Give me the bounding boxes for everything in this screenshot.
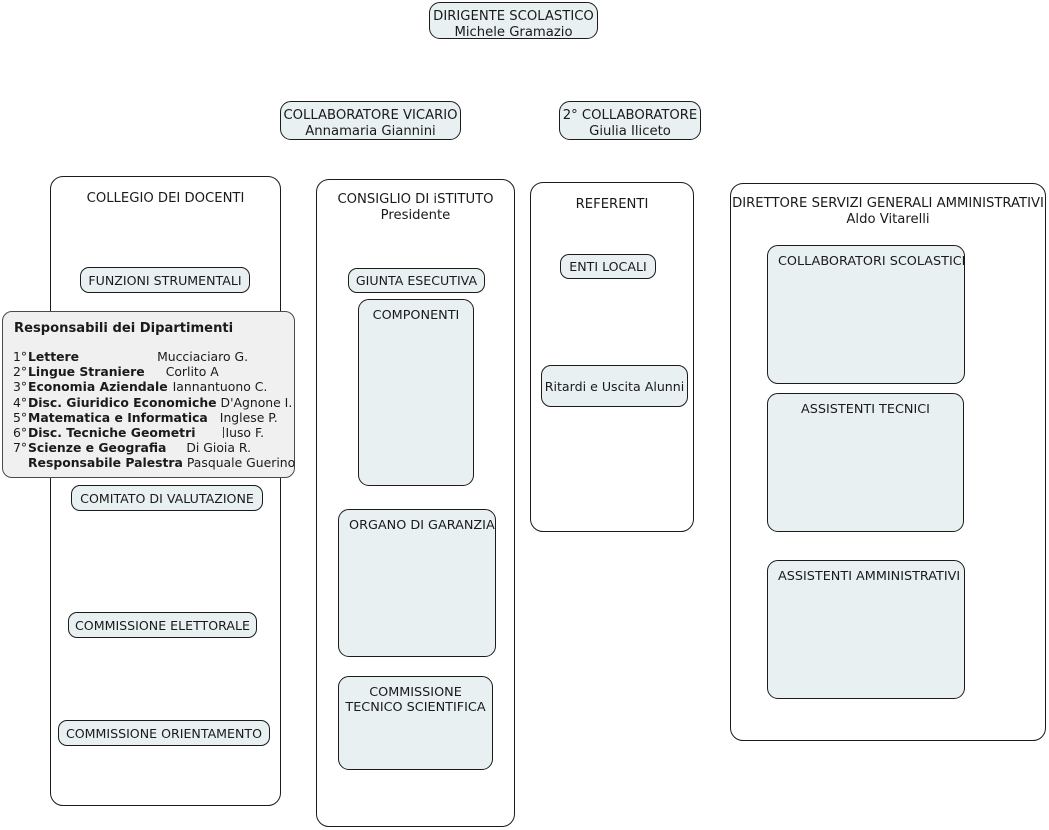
node-dirigente-scolastico[interactable]: DIRIGENTE SCOLASTICO Michele Gramazio bbox=[429, 2, 598, 41]
panel-componenti[interactable]: COMPONENTI bbox=[358, 299, 474, 486]
pill-commissione-orientamento[interactable]: COMMISSIONE ORIENTAMENTO bbox=[58, 720, 270, 746]
commissione-tecnico-scientifica-line2: TECNICO SCIENTIFICA bbox=[345, 700, 486, 716]
department-name: Scienze e Geografia bbox=[28, 440, 167, 456]
dirigente-role: DIRIGENTE SCOLASTICO bbox=[433, 9, 594, 24]
componenti-label: COMPONENTI bbox=[372, 308, 460, 323]
collaboratore-vicario-role: COLLABORATORE VICARIO bbox=[283, 108, 458, 123]
department-row: 7°Scienze e Geografia Di Gioia R. bbox=[13, 440, 285, 455]
department-name: Disc. Tecniche Geometri bbox=[28, 425, 196, 441]
node-collaboratore-vicario[interactable]: COLLABORATORE VICARIO Annamaria Giannini bbox=[280, 101, 461, 140]
department-row: 1°Lettere Mucciaciaro G. bbox=[13, 349, 285, 364]
comitato-di-valutazione-label: COMITATO DI VALUTAZIONE bbox=[80, 490, 254, 506]
department-row: 6°Disc. Tecniche Geometri Iuso F. bbox=[13, 425, 285, 440]
collegio-title: COLLEGIO DEI DOCENTI bbox=[86, 191, 245, 206]
ritardi-uscita-alunni-label: Ritardi e Uscita Alunni bbox=[544, 378, 685, 394]
department-name: Matematica e Informatica bbox=[28, 409, 208, 425]
organo-di-garanzia-label: ORGANO DI GARANZIA bbox=[349, 518, 495, 533]
department-responsible: Iuso F. bbox=[223, 425, 265, 441]
departments-title: Responsabili dei Dipartimenti bbox=[14, 321, 234, 336]
pill-giunta-esecutiva[interactable]: GIUNTA ESECUTIVA bbox=[348, 268, 485, 293]
department-name: Lingue Straniere bbox=[28, 364, 145, 380]
commissione-tecnico-scientifica-label: COMMISSIONE TECNICO SCIENTIFICA bbox=[339, 685, 492, 716]
department-name: Responsabile Palestra bbox=[28, 455, 183, 471]
pill-enti-locali[interactable]: ENTI LOCALI bbox=[560, 254, 656, 279]
collaboratore-vicario-name: Annamaria Giannini bbox=[305, 124, 436, 140]
collaboratori-scolastici-label: COLLABORATORI SCOLASTICI bbox=[778, 254, 966, 269]
department-responsible: Pasquale Guerino bbox=[186, 455, 296, 471]
panel-assistenti-amministrativi[interactable]: ASSISTENTI AMMINISTRATIVI bbox=[767, 560, 965, 699]
dsga-title: DIRETTORE SERVIZI GENERALI AMMINISTRATIV… bbox=[732, 196, 1044, 211]
department-index: 6° bbox=[13, 425, 28, 441]
secondo-collaboratore-name: Giulia Iliceto bbox=[589, 124, 671, 140]
secondo-collaboratore-role: 2° COLLABORATORE bbox=[562, 108, 698, 123]
pill-comitato-di-valutazione[interactable]: COMITATO DI VALUTAZIONE bbox=[71, 485, 263, 511]
funzioni-strumentali-label: FUNZIONI STRUMENTALI bbox=[88, 272, 242, 288]
commissione-elettorale-label: COMMISSIONE ELETTORALE bbox=[75, 617, 250, 633]
department-index: 4° bbox=[13, 394, 28, 410]
department-row: 2°Lingue Straniere Corlito A bbox=[13, 364, 285, 379]
department-responsible: Mucciaciaro G. bbox=[157, 349, 249, 364]
dsga-name: Aldo Vitarelli bbox=[846, 212, 930, 227]
pill-commissione-elettorale[interactable]: COMMISSIONE ELETTORALE bbox=[68, 612, 257, 638]
commissione-orientamento-label: COMMISSIONE ORIENTAMENTO bbox=[65, 725, 263, 741]
pill-funzioni-strumentali[interactable]: FUNZIONI STRUMENTALI bbox=[80, 267, 250, 293]
node-secondo-collaboratore[interactable]: 2° COLLABORATORE Giulia Iliceto bbox=[559, 101, 701, 140]
referenti-title: REFERENTI bbox=[575, 197, 649, 212]
department-row: 5°Matematica e Informatica Inglese P. bbox=[13, 410, 285, 425]
department-index: 1° bbox=[13, 349, 28, 364]
text-caret-icon bbox=[223, 427, 225, 439]
department-index: 5° bbox=[13, 409, 28, 425]
department-responsible: D'Agnone I. bbox=[220, 394, 293, 410]
department-responsible: Di Gioia R. bbox=[186, 440, 252, 456]
panel-organo-di-garanzia[interactable]: ORGANO DI GARANZIA bbox=[338, 509, 496, 657]
department-responsible: Inglese P. bbox=[219, 409, 278, 425]
department-index: 7° bbox=[13, 440, 28, 456]
department-name: Lettere bbox=[28, 349, 80, 364]
pill-ritardi-uscita-alunni[interactable]: Ritardi e Uscita Alunni bbox=[541, 365, 688, 407]
dirigente-name: Michele Gramazio bbox=[454, 25, 573, 41]
enti-locali-label: ENTI LOCALI bbox=[569, 259, 647, 274]
department-name: Economia Aziendale bbox=[28, 379, 168, 395]
commissione-tecnico-scientifica-line1: COMMISSIONE bbox=[369, 685, 462, 700]
panel-assistenti-tecnici[interactable]: ASSISTENTI TECNICI bbox=[767, 393, 964, 532]
department-responsible: Corlito A bbox=[165, 364, 219, 380]
panel-collaboratori-scolastici[interactable]: COLLABORATORI SCOLASTICI bbox=[767, 245, 965, 384]
giunta-esecutiva-label: GIUNTA ESECUTIVA bbox=[355, 273, 478, 288]
panel-commissione-tecnico-scientifica[interactable]: COMMISSIONE TECNICO SCIENTIFICA bbox=[338, 676, 493, 770]
department-index: 2° bbox=[13, 364, 28, 380]
assistenti-amministrativi-label: ASSISTENTI AMMINISTRATIVI bbox=[778, 569, 961, 584]
column-referenti: REFERENTI bbox=[530, 182, 694, 532]
department-name: Disc. Giuridico Economiche bbox=[28, 394, 217, 410]
department-responsible: Iannantuono C. bbox=[172, 379, 268, 395]
assistenti-tecnici-label: ASSISTENTI TECNICI bbox=[801, 402, 930, 417]
consiglio-subtitle: Presidente bbox=[380, 208, 451, 223]
consiglio-title: CONSIGLIO DI iSTITUTO bbox=[337, 192, 494, 207]
department-index: 3° bbox=[13, 379, 28, 395]
